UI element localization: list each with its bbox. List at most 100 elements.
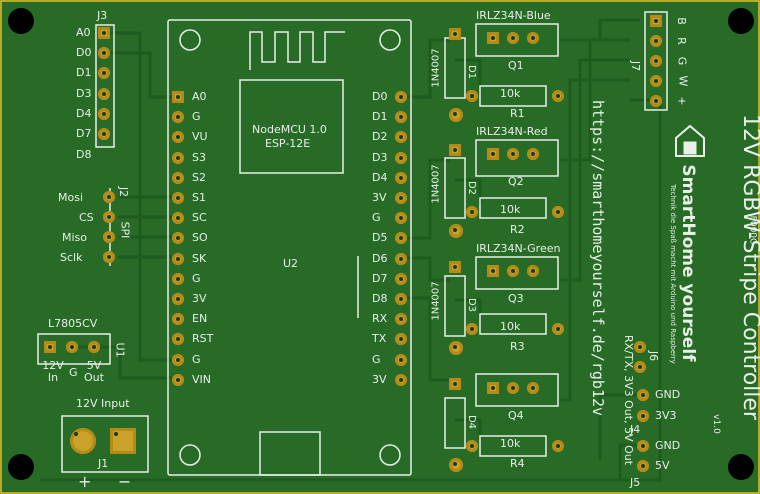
j5-pad [637,440,649,452]
u2-pin-label: G [372,352,381,366]
u2-pad [395,373,407,386]
j2-pad [103,251,115,263]
resistor-ref: R2 [510,223,525,236]
j1-pad [110,428,136,454]
u2-pad [172,151,184,164]
j6-pad [634,341,646,353]
diode-value: 1N4007 [430,281,442,321]
resistor-value: 10k [500,320,521,333]
j3-pin-label: D8 [76,148,92,161]
u2-pad [172,252,184,265]
u2-pad [395,232,407,245]
resistor-pad [466,90,478,102]
diode-ref: D1 [466,64,478,80]
mosfet-pad [507,265,519,277]
u2-pin-label: RX [372,312,388,326]
diode-pad [449,261,461,273]
j7-pad [650,95,662,107]
j1-title: 12V Input [76,397,130,410]
resistor-pad [552,206,564,218]
j2-pad [103,191,115,203]
j4-pin-label: 3V3 [655,409,677,422]
u2-pad [172,131,184,144]
j5-pad [637,460,649,472]
diode-value: 1N4007 [430,48,442,88]
mosfet-pad [527,148,539,160]
resistor-pad [466,206,478,218]
resistor-ref: R3 [510,340,525,353]
u2-pin-label: S2 [192,170,206,184]
u2-pad [172,111,184,124]
mounting-hole [728,8,754,34]
j7-pin-label: R [674,37,688,45]
mosfet-ref: Q1 [508,59,524,72]
resistor-pad [552,90,564,102]
j6-ref: J6 [647,350,661,362]
j4-ref: J4 [630,423,641,436]
j6-pad [634,361,646,373]
logo-name: SmartHome yourself [678,164,698,362]
j2-pin-label: Sclk [60,251,83,264]
mosfet-ref: Q2 [508,175,524,188]
j3-pin-label: D7 [76,127,92,140]
u2-pad [172,171,184,184]
mosfet-pad [527,382,539,394]
j7-pin-label: B [674,17,688,25]
u1-name: L7805CV [48,317,98,330]
mosfet-label: IRLZ34N-Red [476,125,548,138]
u2-pin-label: D4 [372,170,388,184]
u2-pad [395,353,407,366]
j7-pad [650,15,662,27]
j6-label: RX/TX, 3V3 Out, 5V Out [622,334,635,466]
j7-pin-label: W [676,75,690,87]
u1-pad [66,341,78,353]
j3-pad [98,108,110,120]
u2-pad [172,212,184,225]
u2-pin-label: S3 [192,150,206,164]
u2-chip-name: ESP-12E [265,137,311,150]
u2-pad [172,373,184,386]
j2-pin-label: Miso [62,231,88,244]
u2-pin-label: D3 [372,150,388,164]
board-title: 12V RGBW-Stripe Controller [738,114,760,420]
resistor-pad [552,440,564,452]
u2-ref: U2 [283,257,299,270]
diode-pad [449,28,461,40]
board-url: https://smarthomeyourself.de/rgb12v [589,99,607,417]
resistor-pad [466,323,478,335]
u1-ref: U1 [113,342,127,358]
j3-pad [98,27,110,39]
j2-ref: J2 [117,186,131,198]
j2-pin-label: CS [79,211,94,224]
mosfet-label: IRLZ34N-Green [476,242,561,255]
u2-pin-label: D2 [372,130,388,144]
j4-pad [637,410,649,422]
mounting-hole [728,454,754,480]
j2-group: SPI [118,221,132,239]
u2-pad [395,272,407,285]
diode-pad [449,224,463,238]
u2-pad [395,111,407,124]
u2-pin-label: SK [192,251,207,265]
u2-pad [395,333,407,346]
u2-pin-label: SC [192,211,207,225]
j1-minus: − [118,472,132,491]
u2-pad [395,91,407,103]
j3-pin-label: D1 [76,66,92,79]
u2-pin-label: D7 [372,271,388,285]
u1-gnd-label: G [69,366,78,379]
mosfet-pad [487,32,499,44]
j5-pin-label: GND [655,439,681,452]
u2-pad [172,313,184,326]
mosfet-label: IRLZ34N-Blue [476,9,551,22]
diode-ref: D3 [466,297,478,313]
j7-pin-label: + [675,96,689,106]
u2-pin-label: 3V [192,292,207,305]
j3-pin-label: A0 [76,26,91,39]
u2-pin-label: VU [192,130,208,144]
u2-pin-label: D1 [372,110,388,124]
j2-pad [103,231,115,243]
u2-pin-label: G [192,352,201,366]
u2-pin-label: S1 [192,191,206,204]
